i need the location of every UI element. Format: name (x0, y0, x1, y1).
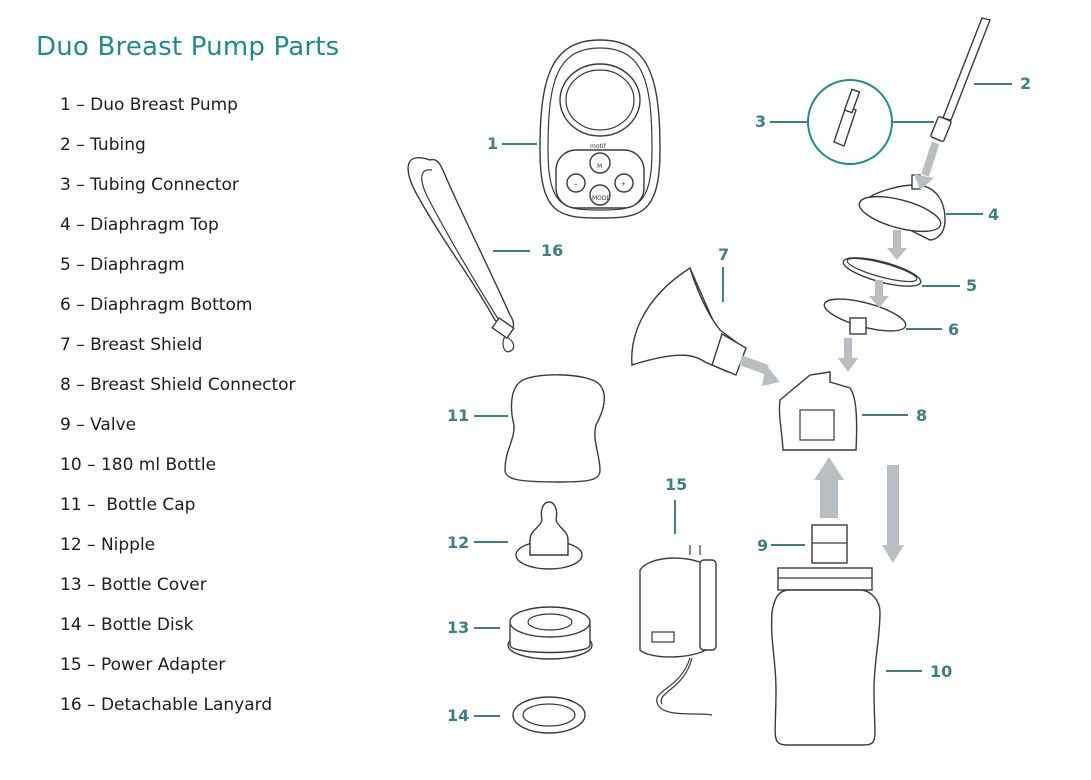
callout-number: 11 (447, 406, 469, 425)
parts-list-item: 13 – Bottle Cover (60, 575, 207, 595)
parts-list-item: 6 – Diaphragm Bottom (60, 295, 253, 315)
arrow-tubing-to-diaphragm (914, 141, 940, 190)
plus-button (614, 173, 634, 193)
power-adapter (639, 545, 717, 716)
callout-number: 1 (487, 134, 498, 153)
parts-list-item: 8 – Breast Shield Connector (60, 375, 296, 395)
arrow-diaphragm-top-down (887, 230, 907, 260)
arrow-diaphragm-down (869, 280, 889, 308)
mode-button (589, 184, 611, 206)
lanyard (407, 157, 515, 353)
power-button (589, 152, 611, 174)
callout-4: 4 (946, 205, 999, 224)
callout-15: 15 (665, 475, 687, 534)
pump-device: motif M − + MODE (539, 39, 661, 219)
callout-2: 2 (974, 74, 1031, 93)
arrow-valve-up (814, 457, 844, 518)
callout-9: 9 (757, 536, 805, 555)
callout-number: 10 (930, 662, 952, 681)
callout-13: 13 (447, 618, 500, 637)
parts-list-item: 9 – Valve (60, 415, 137, 435)
arrow-breast-shield-in (739, 355, 780, 386)
callout-number: 14 (447, 706, 469, 725)
callout-6: 6 (906, 320, 959, 339)
power-button-label: M (597, 163, 602, 170)
tubing-connector (807, 79, 893, 165)
callout-8: 8 (862, 406, 927, 425)
callout-number: 4 (988, 205, 999, 224)
parts-list-item: 7 – Breast Shield (60, 335, 203, 355)
breast-shield (631, 266, 747, 376)
callout-16: 16 (493, 241, 563, 260)
mode-label: MODE (592, 195, 611, 202)
callout-number: 9 (757, 536, 768, 555)
parts-list-item: 3 – Tubing Connector (60, 175, 239, 195)
arrow-diaphragm-bottom-down (838, 338, 858, 372)
callout-number: 5 (966, 276, 977, 295)
minus-label: − (573, 181, 578, 188)
bottle-cover (507, 606, 593, 660)
breast-shield-connector (778, 371, 858, 451)
callout-number: 6 (948, 320, 959, 339)
callout-number: 13 (447, 618, 469, 637)
callout-3: 3 (755, 112, 934, 131)
parts-list-item: 2 – Tubing (60, 135, 146, 155)
callout-number: 7 (718, 245, 729, 264)
callout-number: 16 (541, 241, 563, 260)
bottle-cap (504, 374, 606, 483)
bottle (770, 567, 881, 746)
callout-10: 10 (886, 662, 952, 681)
callout-number: 12 (447, 533, 469, 552)
parts-list-item: 11 – Bottle Cap (60, 495, 196, 515)
callout-14: 14 (447, 706, 500, 725)
callout-number: 3 (755, 112, 766, 131)
callout-number: 15 (665, 475, 687, 494)
arrow-bottle-down (882, 465, 904, 563)
plus-label: + (621, 181, 626, 188)
tubing (930, 17, 991, 142)
callout-7: 7 (718, 245, 729, 302)
parts-list-item: 1 – Duo Breast Pump (60, 95, 238, 115)
parts-list-item: 10 – 180 ml Bottle (60, 455, 217, 475)
parts-list-item: 12 – Nipple (60, 535, 156, 555)
diaphragm-bottom (823, 298, 907, 335)
parts-list-item: 14 – Bottle Disk (60, 615, 194, 635)
callout-1: 1 (487, 134, 537, 153)
parts-list-item: 5 – Diaphragm (60, 255, 185, 275)
callout-11: 11 (447, 406, 508, 425)
parts-list-item: 15 – Power Adapter (60, 655, 226, 675)
parts-list-item: 4 – Diaphragm Top (60, 215, 219, 235)
parts-list: 1 – Duo Breast Pump 2 – Tubing 3 – Tubin… (60, 94, 296, 734)
callout-5: 5 (922, 276, 977, 295)
page-title: Duo Breast Pump Parts (36, 32, 340, 62)
callout-12: 12 (447, 533, 508, 552)
valve (811, 524, 848, 564)
brand-logo: motif (590, 143, 607, 150)
callout-number: 2 (1020, 74, 1031, 93)
callout-number: 8 (916, 406, 927, 425)
bottle-disk (512, 696, 586, 734)
diaphragm-top (858, 174, 946, 241)
parts-list-item: 16 – Detachable Lanyard (60, 695, 273, 715)
nipple (515, 501, 583, 570)
minus-button (566, 173, 586, 193)
assembly-arrows (739, 141, 940, 563)
